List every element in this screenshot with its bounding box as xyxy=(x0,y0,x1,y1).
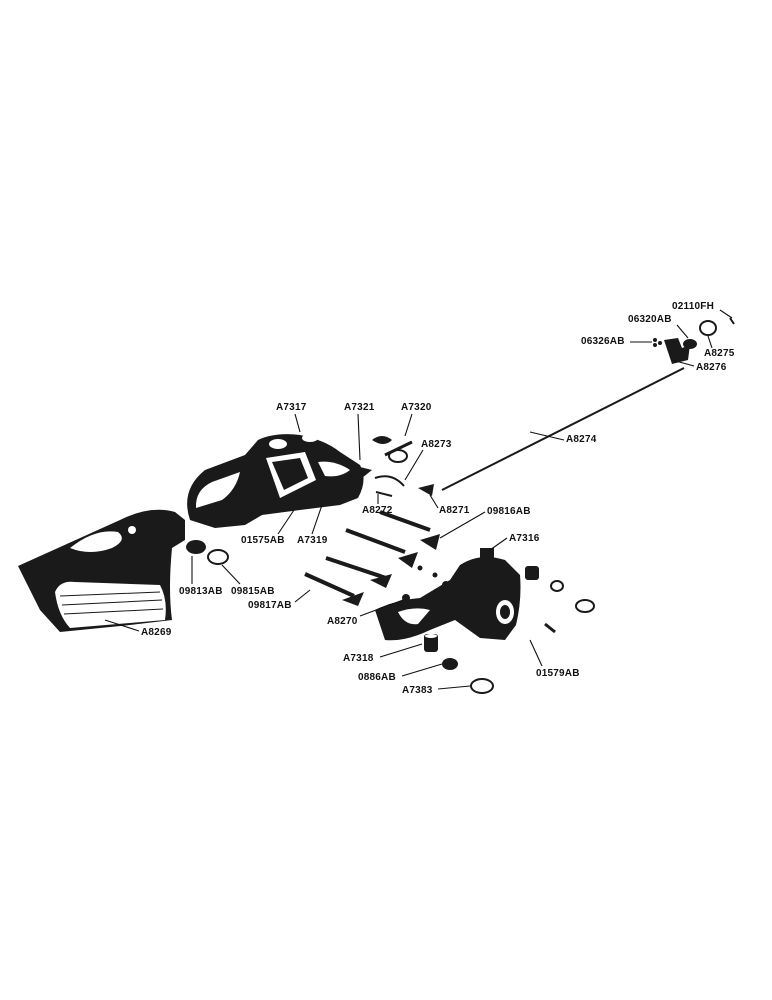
label-A7318: A7318 xyxy=(343,653,374,664)
label-A8276: A8276 xyxy=(696,362,727,373)
label-A8270: A8270 xyxy=(327,616,358,627)
label-09816AB: 09816AB xyxy=(487,506,531,517)
label-0886AB: 0886AB xyxy=(358,672,396,683)
label-A8272: A8272 xyxy=(362,505,393,516)
part-labels: 02110FH 06320AB 06326AB A8275 A8276 A827… xyxy=(141,301,735,696)
label-09815AB: 09815AB xyxy=(231,586,275,597)
leader-lines xyxy=(104,309,733,690)
label-01575AB: 01575AB xyxy=(241,535,285,546)
label-01579AB: 01579AB xyxy=(536,668,580,679)
label-A7319: A7319 xyxy=(297,535,328,546)
intake-manifold-part xyxy=(187,434,364,528)
label-A7383: A7383 xyxy=(402,685,433,696)
label-A8275: A8275 xyxy=(704,348,735,359)
label-A7321: A7321 xyxy=(344,402,375,413)
label-A8274: A8274 xyxy=(566,434,597,445)
shield-cover-part xyxy=(18,509,185,632)
label-09817AB: 09817AB xyxy=(248,600,292,611)
label-06320AB: 06320AB xyxy=(628,314,672,325)
label-02110FH: 02110FH xyxy=(672,301,714,312)
label-06326AB: 06326AB xyxy=(581,336,625,347)
small-parts xyxy=(186,317,735,694)
label-A8271: A8271 xyxy=(439,505,470,516)
label-A8273: A8273 xyxy=(421,439,452,450)
label-A7316: A7316 xyxy=(509,533,540,544)
label-A7320: A7320 xyxy=(401,402,432,413)
label-A8269: A8269 xyxy=(141,627,172,638)
carburetor-body-part xyxy=(375,548,521,641)
label-A7317: A7317 xyxy=(276,402,307,413)
label-09813AB: 09813AB xyxy=(179,586,223,597)
